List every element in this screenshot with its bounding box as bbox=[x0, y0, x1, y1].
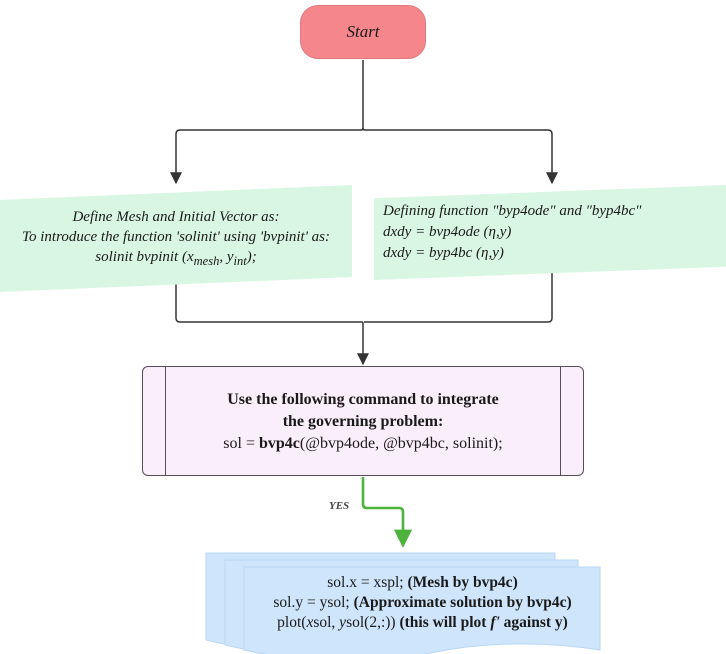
bvpinit-call-prefix: solinit bvpinit ( bbox=[95, 248, 187, 265]
y-int-sub: int bbox=[233, 253, 247, 268]
bvp4c-args: (@bvp4ode, @bvp4bc, solinit); bbox=[299, 435, 503, 452]
define-function-box: Defining function "byp4ode" and "byp4bc"… bbox=[374, 185, 726, 280]
output-document-text: sol.x = xspl; (Mesh by bvp4c) sol.y = ys… bbox=[250, 568, 595, 638]
arg-separator: , bbox=[219, 248, 227, 265]
approx-solution-note: (Approximate solution by bvp4c) bbox=[353, 594, 572, 611]
plot-y-rest: sol(2,:)) bbox=[346, 614, 400, 631]
connector-yes bbox=[361, 477, 413, 548]
x-mesh-var: x bbox=[186, 248, 194, 265]
process-line1-text: Use the following command to integrate bbox=[227, 391, 499, 408]
output-document-stack bbox=[205, 552, 601, 654]
connector-left-merge bbox=[175, 280, 369, 366]
f-prime-symbol: f' bbox=[490, 614, 500, 631]
define-mesh-line3: solinit bvpinit (xmesh, yint); bbox=[95, 247, 256, 271]
define-mesh-line1: Define Mesh and Initial Vector as: bbox=[72, 208, 280, 225]
process-line2: the governing problem: bbox=[283, 411, 444, 433]
define-function-line1: Defining function "byp4ode" and "byp4bc" bbox=[383, 203, 642, 219]
start-label: Start bbox=[346, 22, 380, 41]
plot-x-var: x bbox=[306, 614, 314, 631]
process-left-bar bbox=[165, 367, 166, 475]
sol-assign: sol = bbox=[223, 435, 259, 452]
process-line2-text: the governing problem: bbox=[282, 413, 444, 430]
x-mesh-sub: mesh bbox=[193, 253, 220, 268]
output-line3: plot(xsol, ysol(2,:)) (this will plot f'… bbox=[277, 613, 568, 633]
connector-right-merge bbox=[364, 272, 553, 323]
bvp4c-keyword: bvp4c bbox=[259, 435, 300, 452]
sol-x-assign: sol.x = xspl; bbox=[327, 574, 408, 591]
process-text: Use the following command to integrate t… bbox=[173, 377, 553, 467]
output-line1: sol.x = xspl; (Mesh by bvp4c) bbox=[327, 573, 517, 593]
yes-edge-label: YES bbox=[327, 500, 352, 512]
output-line2: sol.y = ysol; (Approximate solution by b… bbox=[273, 593, 571, 613]
plot-y-var: y bbox=[339, 614, 347, 631]
integrate-process-box: Use the following command to integrate t… bbox=[142, 366, 584, 476]
plot-note-end: against y) bbox=[499, 614, 568, 631]
y-int-var: y bbox=[226, 248, 234, 265]
define-mesh-box: Define Mesh and Initial Vector as: To in… bbox=[0, 185, 352, 292]
plot-note-start: (this will plot bbox=[399, 614, 491, 631]
bvpinit-call-suffix: ); bbox=[246, 248, 257, 265]
process-line3: sol = bvp4c(@bvp4ode, @bvp4bc, solinit); bbox=[223, 433, 502, 455]
start-terminator: Start bbox=[300, 5, 426, 59]
connector-split-right bbox=[362, 127, 558, 185]
process-right-bar bbox=[560, 367, 561, 475]
define-mesh-line2: To introduce the function 'solinit' usin… bbox=[22, 228, 330, 245]
plot-call-open: plot( bbox=[277, 614, 307, 631]
connector-start-split bbox=[170, 60, 364, 185]
process-line1: Use the following command to integrate bbox=[227, 389, 499, 411]
mesh-note: (Mesh by bvp4c) bbox=[407, 574, 518, 591]
plot-x-rest: sol, bbox=[313, 614, 340, 631]
define-function-line3: dxdy = byp4bc (η,y) bbox=[383, 245, 504, 261]
sol-y-assign: sol.y = ysol; bbox=[273, 594, 354, 611]
define-function-line2: dxdy = bvp4ode (η,y) bbox=[383, 224, 512, 240]
